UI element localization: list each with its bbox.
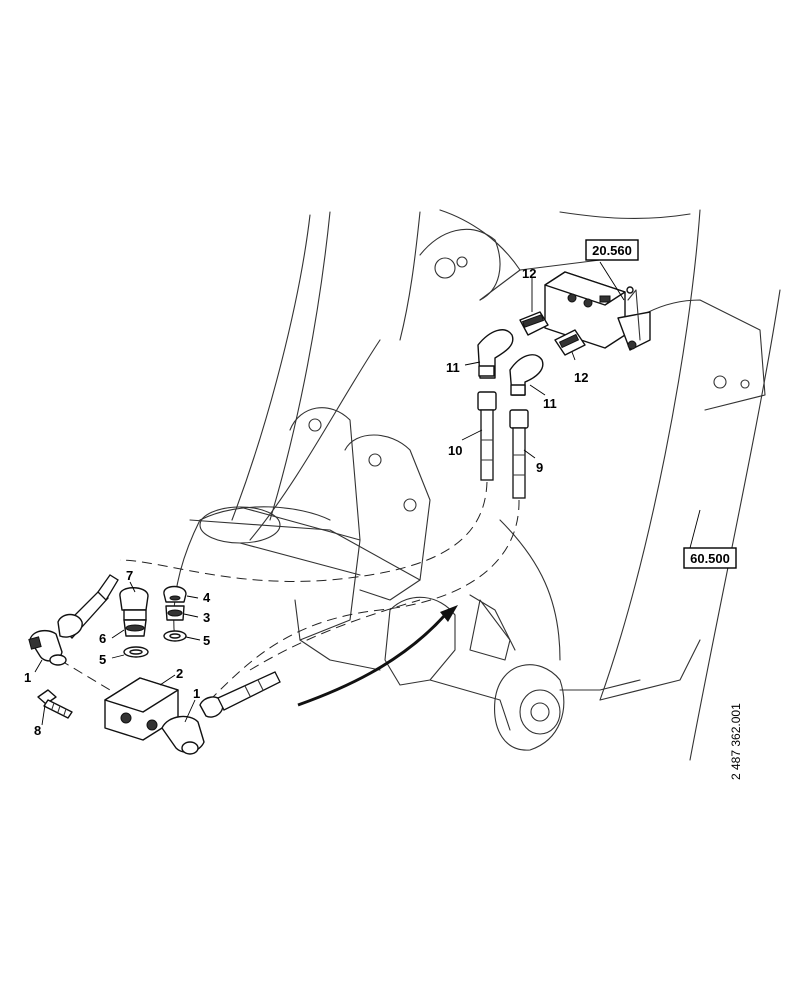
callout-8: 8 [34,723,41,738]
callout-1-left: 1 [24,670,31,685]
reference-label-60500: 60.500 [690,551,730,566]
drawing-number: 2 487 362.001 [729,703,743,780]
callout-4: 4 [203,590,211,605]
callout-3: 3 [203,610,210,625]
direction-arrow [297,605,458,707]
callout-12-lower: 12 [574,370,588,385]
hose-assemblies [477,391,529,499]
callout-7: 7 [126,568,133,583]
callout-9: 9 [536,460,543,475]
hose-routing-lines [59,481,520,701]
part-callouts: 12 12 11 11 10 9 7 4 3 5 6 5 1 2 1 8 [24,266,588,738]
callout-12-upper: 12 [522,266,536,281]
callout-11-upper: 11 [446,360,460,375]
callout-5-right: 5 [203,633,210,648]
upper-fittings [477,311,586,396]
callout-10: 10 [448,443,462,458]
leader-lines [34,261,701,726]
callout-2: 2 [176,666,183,681]
reference-box-60500: 60.500 [683,547,737,569]
reference-label-20560: 20.560 [592,243,632,258]
callout-11-lower: 11 [543,396,557,411]
callout-6: 6 [99,631,106,646]
reference-box-20560: 20.560 [585,239,639,261]
callout-1-right: 1 [193,686,200,701]
control-valve-block [544,271,651,351]
callout-5-left: 5 [99,652,106,667]
lower-fittings-group [28,574,281,755]
